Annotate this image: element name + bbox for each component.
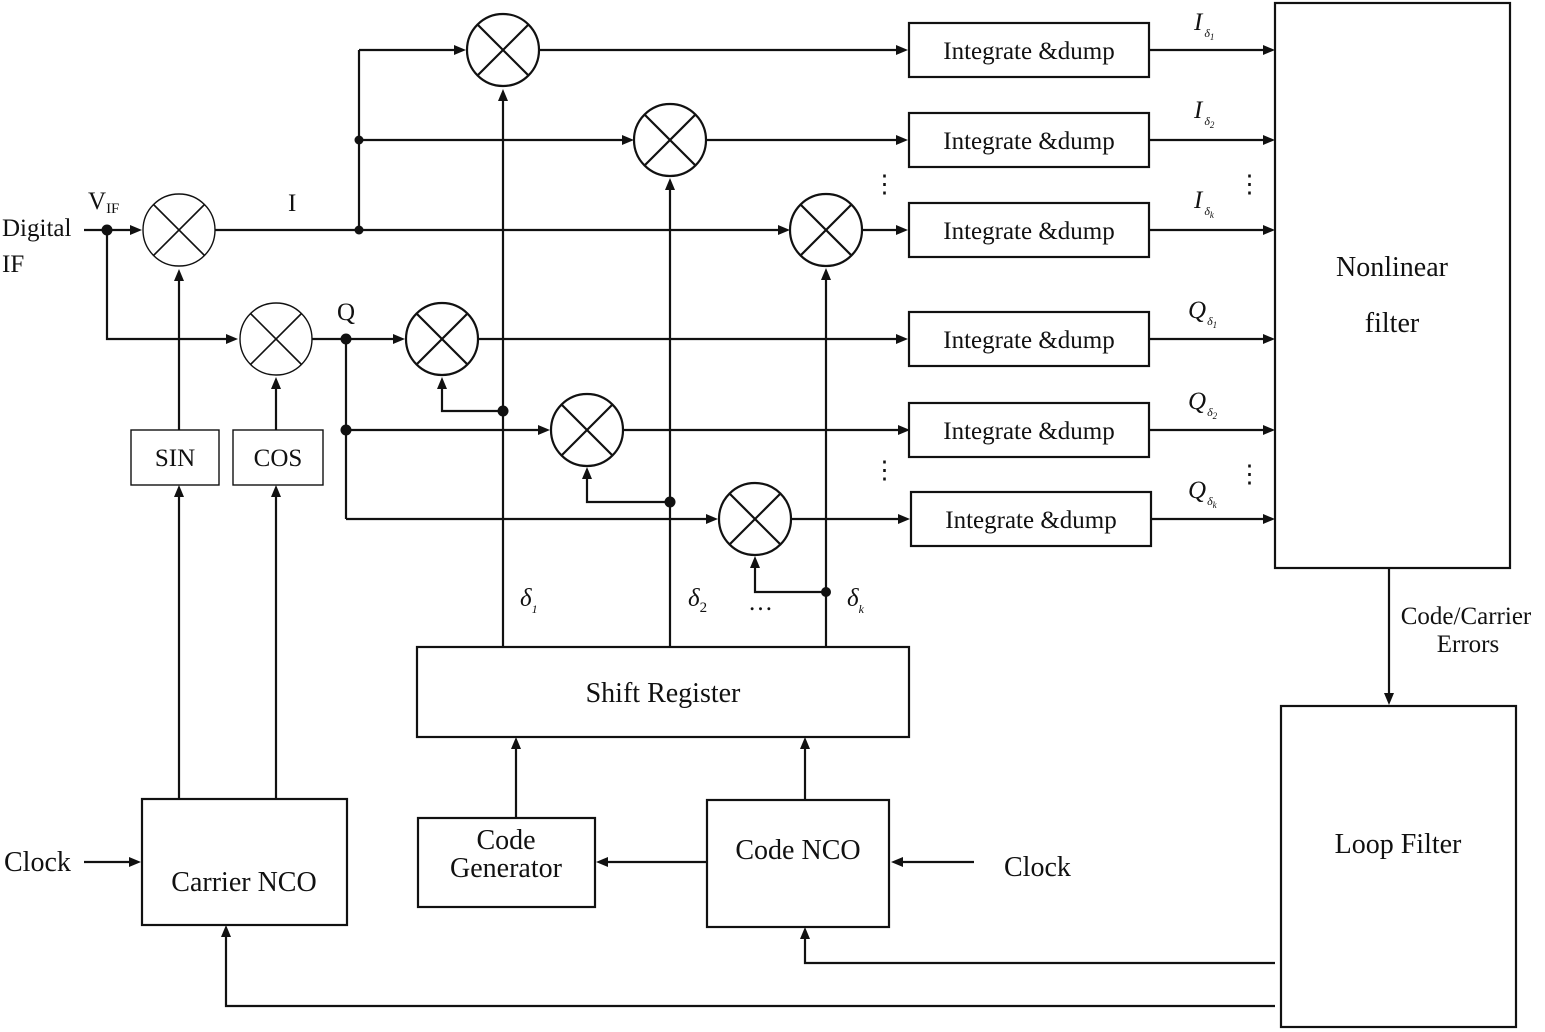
if-label: IF <box>2 251 24 278</box>
vif-label: VIF <box>88 188 119 217</box>
delta-k-label: δk <box>847 585 865 616</box>
signal-wires <box>84 48 1391 1008</box>
integrate-dump-ik: Integrate &dump <box>907 201 1151 259</box>
arrowheads <box>129 45 1394 939</box>
clock-label-right: Clock <box>1004 852 1071 883</box>
vertical-ellipsis: ⋮ <box>1237 171 1262 198</box>
output-label-q2: Qδ2 <box>1188 388 1218 421</box>
vertical-ellipsis: ⋮ <box>872 171 897 198</box>
tap-node-2 <box>664 496 676 508</box>
integrate-dump-i2: Integrate &dump <box>907 111 1151 169</box>
svg-text:Integrate &dump: Integrate &dump <box>943 128 1114 155</box>
svg-text:Integrate &dump: Integrate &dump <box>943 418 1114 445</box>
code-nco-block: Code NCO <box>705 798 891 929</box>
mixer-q-deltak <box>717 481 793 557</box>
svg-text:Code NCO: Code NCO <box>735 835 860 866</box>
horizontal-ellipsis: … <box>748 589 773 616</box>
svg-text:Code: Code <box>476 825 535 856</box>
vertical-ellipsis: ⋮ <box>1237 461 1262 488</box>
integrate-dump-q1: Integrate &dump <box>907 310 1151 368</box>
carrier-nco-block: Carrier NCO <box>140 797 349 927</box>
clock-label-left: Clock <box>4 847 71 878</box>
output-label-q1: Qδ1 <box>1188 297 1217 330</box>
sin-label: SIN <box>155 445 195 472</box>
mixer-q-delta2 <box>549 392 625 468</box>
code-generator-block: Code Generator <box>416 816 597 909</box>
delta-1-label: δ1 <box>520 585 538 616</box>
mixer-main-i <box>142 193 216 267</box>
delta-2-label: δ2 <box>688 585 707 616</box>
integrate-dump-q2: Integrate &dump <box>907 401 1151 459</box>
errors-label-line1: Code/Carrier <box>1401 603 1532 630</box>
cos-block: COS <box>232 429 324 486</box>
svg-text:Generator: Generator <box>450 853 563 884</box>
svg-text:Integrate &dump: Integrate &dump <box>945 507 1116 534</box>
svg-text:Integrate &dump: Integrate &dump <box>943 327 1114 354</box>
q-signal-label: Q <box>337 299 355 326</box>
q-branch-node <box>340 424 352 436</box>
svg-text:Integrate &dump: Integrate &dump <box>943 218 1114 245</box>
integrate-dump-qk: Integrate &dump <box>909 490 1153 548</box>
sin-block: SIN <box>130 429 220 486</box>
digital-label: Digital <box>2 215 71 242</box>
svg-text:Shift Register: Shift Register <box>586 678 741 709</box>
vertical-ellipsis: ⋮ <box>872 457 897 484</box>
svg-text:Integrate &dump: Integrate &dump <box>943 38 1114 65</box>
i-branch-node <box>354 225 364 235</box>
mixer-i-deltak <box>788 192 864 268</box>
integrate-dump-i1: Integrate &dump <box>907 21 1151 79</box>
svg-text:Nonlinear: Nonlinear <box>1336 252 1449 283</box>
tap-node-1 <box>497 405 509 417</box>
loop-filter-block: Loop Filter <box>1279 704 1518 1029</box>
vif-node <box>101 224 113 236</box>
output-label-qk: Qδk <box>1188 477 1218 510</box>
mixer-q-delta1 <box>404 301 480 377</box>
nonlinear-filter-block: Nonlinear filter <box>1273 1 1512 570</box>
i-signal-label: I <box>288 190 296 217</box>
q-node <box>340 333 352 345</box>
svg-text:filter: filter <box>1365 308 1420 339</box>
junction-dots <box>101 135 831 597</box>
mixer-i-delta1 <box>465 12 541 88</box>
svg-text:Loop Filter: Loop Filter <box>1335 829 1462 860</box>
shift-register-block: Shift Register <box>415 645 911 739</box>
i-branch-node <box>354 135 364 145</box>
tap-node-k <box>821 587 831 597</box>
mixer-main-q <box>239 302 313 376</box>
cos-label: COS <box>254 445 303 472</box>
svg-text:Carrier NCO: Carrier NCO <box>171 867 316 898</box>
mixer-i-delta2 <box>632 102 708 178</box>
errors-label-line2: Errors <box>1437 631 1499 658</box>
